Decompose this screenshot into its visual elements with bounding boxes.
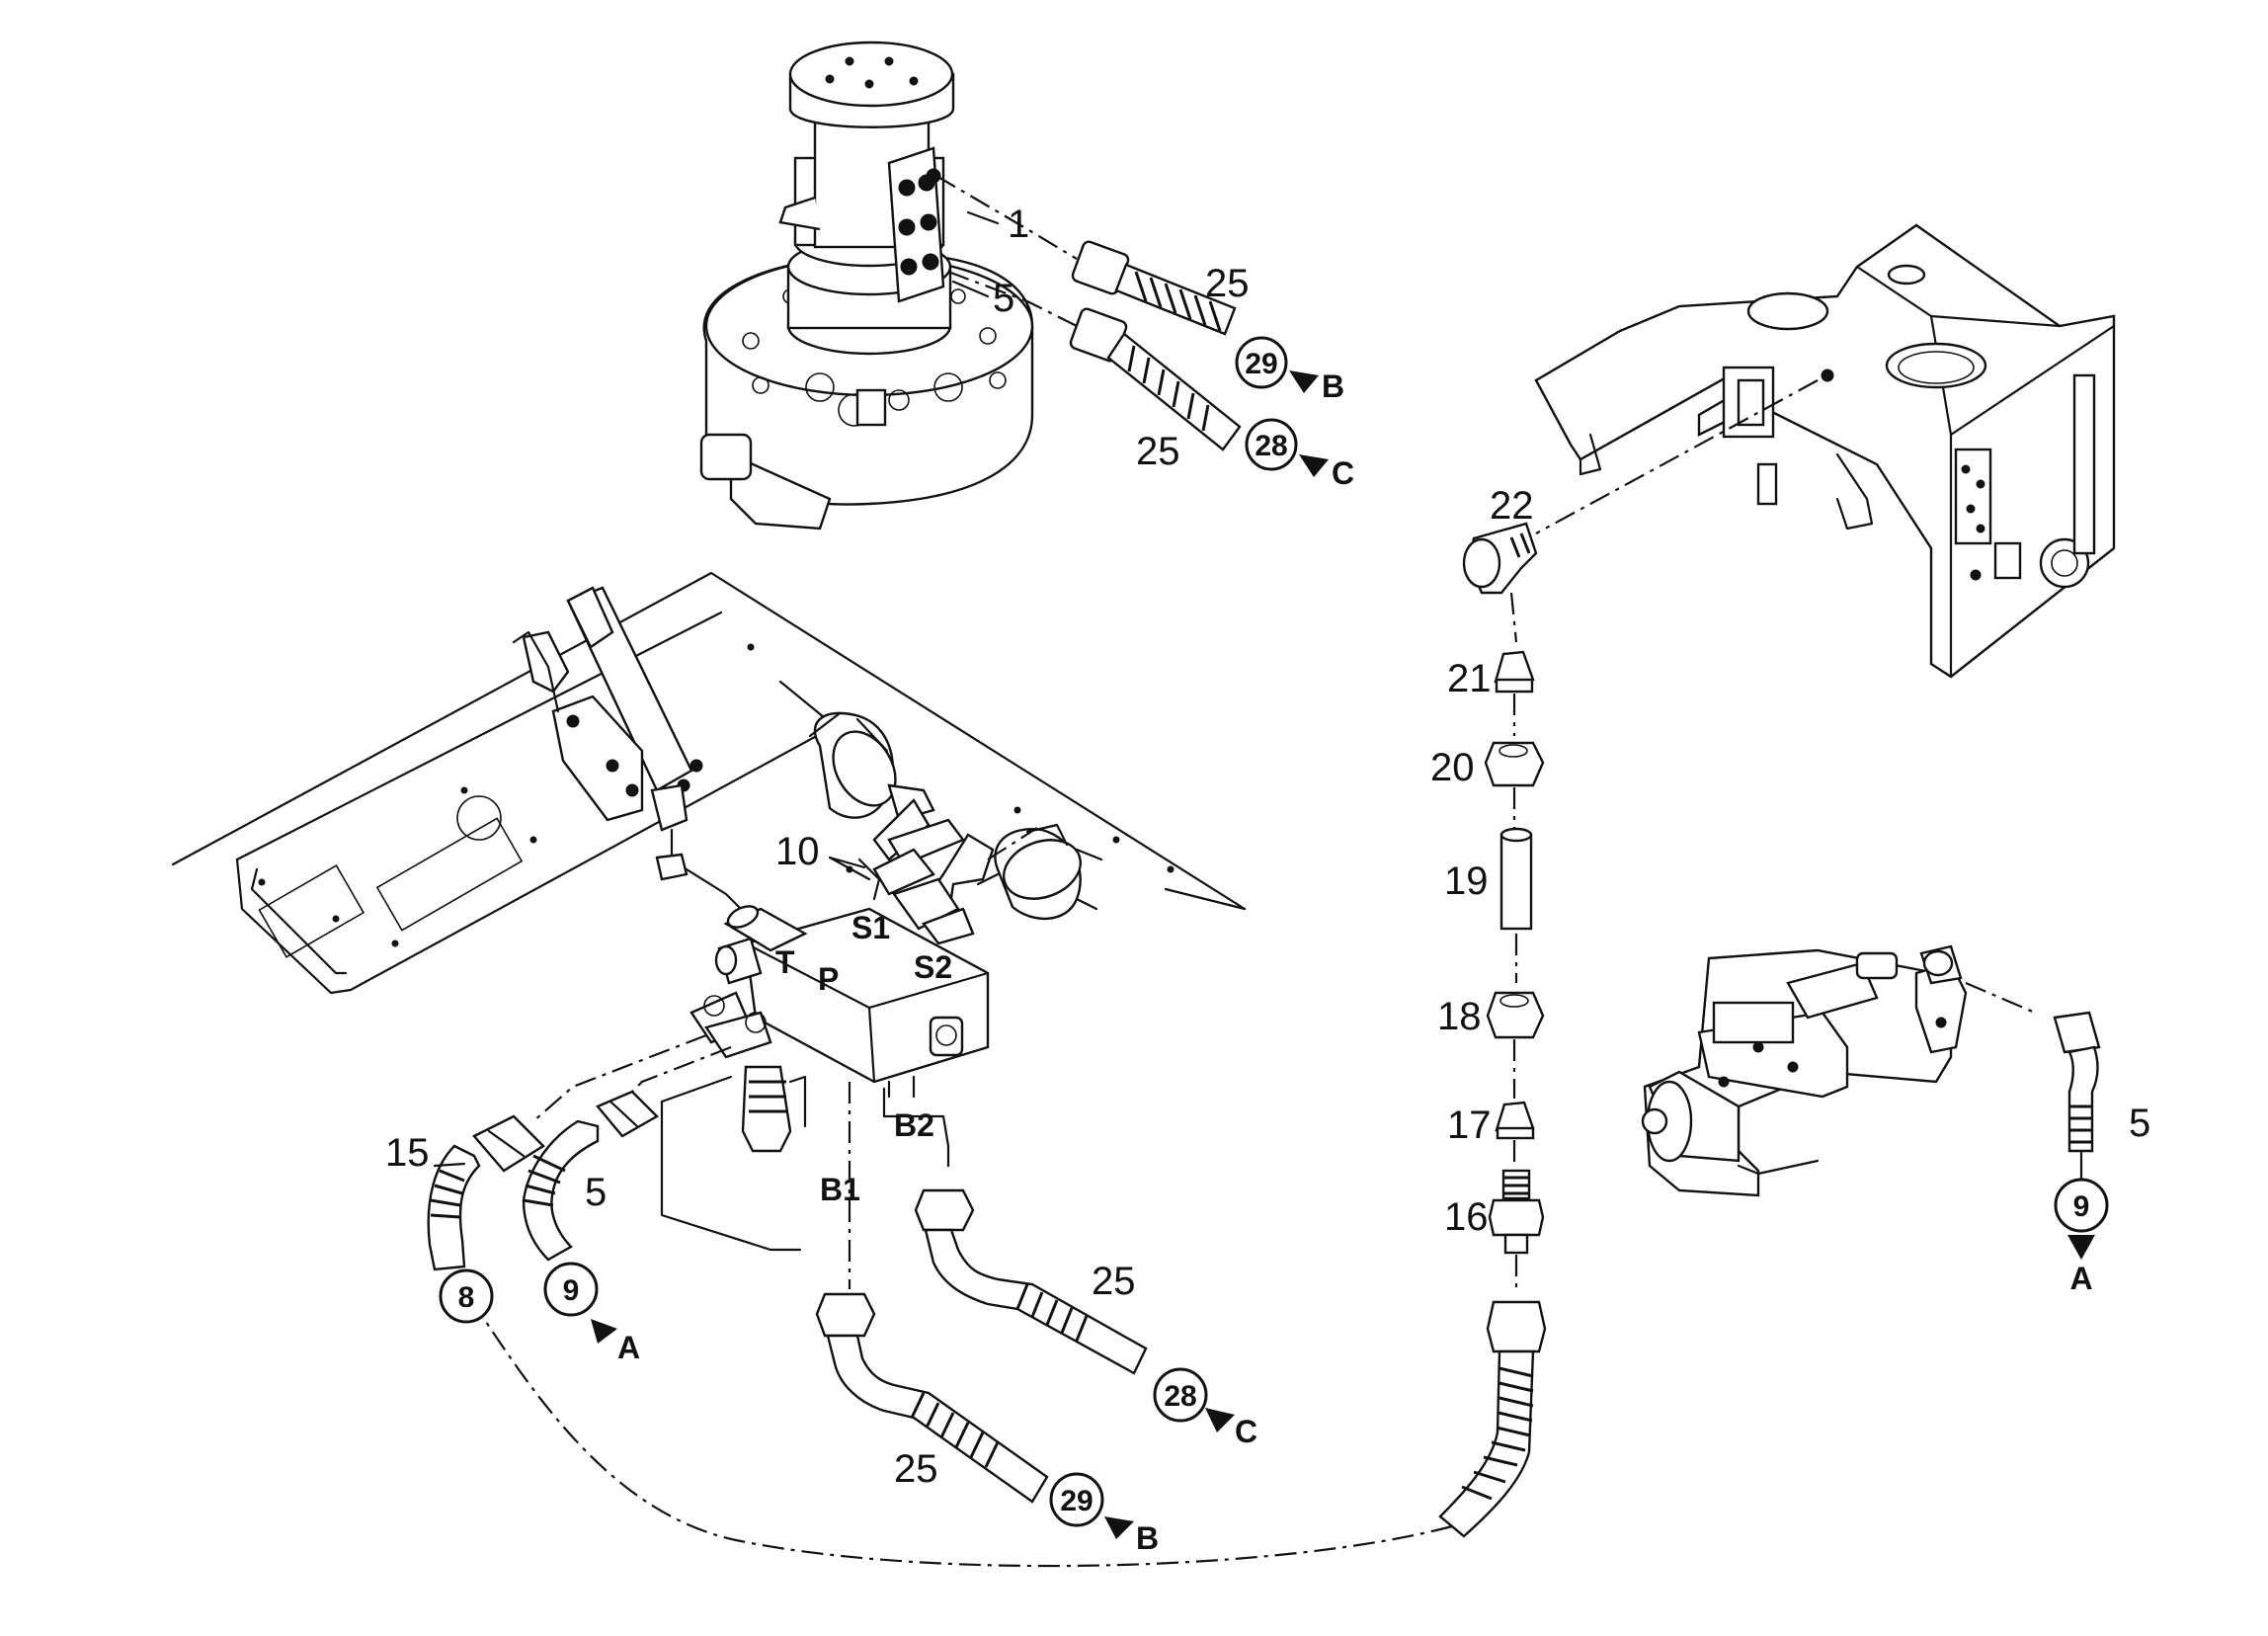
callout-15: 15 [385, 1131, 430, 1175]
ref-28-top-number: 28 [1255, 430, 1287, 462]
callout-1-leader [966, 210, 1000, 225]
hose-5-left [522, 1090, 659, 1262]
port-labels: T P S1 S2 B2 B1 [775, 910, 952, 1207]
callout-22: 22 [1490, 484, 1534, 528]
hose-15 [427, 1114, 545, 1271]
callout-25-mid: 25 [1092, 1260, 1136, 1303]
top-hose-lower [947, 270, 1242, 451]
motor-port-leader [1965, 981, 2036, 1015]
ref-28-mid-arrow [1205, 1408, 1235, 1432]
ref-8-number: 8 [458, 1281, 475, 1314]
callout-25-top-b: 25 [1136, 430, 1180, 473]
floor-plate [171, 571, 1247, 995]
ref-9-right-dir: A [2069, 1261, 2092, 1296]
adapter-16 [1488, 1169, 1545, 1255]
mount-box-edge [660, 1075, 733, 1104]
stack-leader-1 [1509, 592, 1518, 643]
callout-19: 19 [1444, 859, 1489, 903]
accumulator-right [976, 823, 1098, 920]
port-p: P [818, 961, 839, 997]
nut-20 [1484, 741, 1545, 787]
ref-28-top-arrow [1299, 454, 1329, 477]
ref-9-right: 9 A [2054, 1178, 2109, 1296]
port-t: T [775, 944, 795, 980]
ref-29-bottom-arrow [1104, 1516, 1134, 1539]
callout-10-leader [828, 856, 871, 881]
ref-9-left-dir: A [617, 1330, 640, 1365]
accumulator-lines-10 [857, 798, 995, 945]
ref-8: 8 [439, 1268, 494, 1324]
fitting-21 [1494, 650, 1535, 694]
hydraulic-motor [1641, 944, 1968, 1197]
fitting-17 [1495, 1101, 1535, 1140]
port-s1: S1 [851, 910, 890, 945]
mount-box [660, 1100, 802, 1252]
callout-20: 20 [1430, 746, 1475, 789]
elbow-fitting-22 [1462, 522, 1538, 595]
hose-b2 [914, 1188, 1148, 1375]
ref-29-top-dir: B [1322, 368, 1344, 404]
callout-25-top-a: 25 [1205, 262, 1250, 305]
return-hose [473, 1300, 1547, 1568]
callout-16: 16 [1444, 1195, 1489, 1239]
top-hose-upper [935, 175, 1237, 336]
callout-17: 17 [1447, 1104, 1492, 1147]
ref-9-right-number: 9 [2073, 1190, 2090, 1223]
callout-15-leader [433, 1162, 466, 1168]
ref-28-mid: 28 C [1153, 1367, 1257, 1449]
ref-29-bottom: 29 B [1049, 1472, 1159, 1556]
ref-9-right-arrow [2067, 1235, 2095, 1260]
accumulator-left [808, 711, 935, 822]
callout-5-leader [951, 280, 990, 298]
nut-18 [1486, 991, 1545, 1039]
callout-1: 1 [1008, 203, 1029, 246]
callout-5-right: 5 [2129, 1102, 2150, 1145]
callout-18: 18 [1437, 995, 1482, 1038]
ref-28-top-dir: C [1332, 455, 1354, 491]
hydraulic-tank-assembly [1534, 223, 2116, 679]
ref-9-left: 9 A [543, 1262, 640, 1365]
callout-5-left: 5 [585, 1171, 607, 1214]
port-b1: B1 [820, 1172, 860, 1207]
tube-19 [1499, 827, 1533, 931]
port-s2: S2 [914, 949, 952, 985]
ref-29-top-arrow [1289, 370, 1319, 393]
ref-29-top: 29 B [1235, 336, 1344, 404]
hose-5-right [2053, 1011, 2101, 1183]
callout-labels: 1 5 25 25 22 21 20 19 18 17 16 10 15 5 2… [385, 203, 2150, 1491]
valve-block [689, 905, 990, 1153]
ref-28-mid-dir: C [1235, 1414, 1257, 1449]
ref-29-bottom-number: 29 [1060, 1485, 1093, 1517]
ref-28-mid-number: 28 [1164, 1380, 1196, 1413]
callout-25-bottom: 25 [894, 1447, 938, 1491]
callout-21: 21 [1447, 657, 1492, 700]
hose-b1 [815, 1292, 1049, 1504]
ref-29-top-number: 29 [1245, 348, 1277, 380]
port-b2: B2 [894, 1107, 934, 1143]
ref-28-top: 28 C [1245, 418, 1354, 491]
ref-9-left-number: 9 [563, 1274, 580, 1307]
callout-10: 10 [775, 830, 820, 873]
rotary-joint-assembly [699, 41, 1034, 531]
ref-9-left-arrow [591, 1319, 617, 1344]
ref-29-bottom-dir: B [1136, 1520, 1159, 1556]
tank-port-leader [1535, 379, 1819, 534]
foot-pedal [512, 586, 748, 916]
callout-5-top: 5 [993, 277, 1014, 320]
